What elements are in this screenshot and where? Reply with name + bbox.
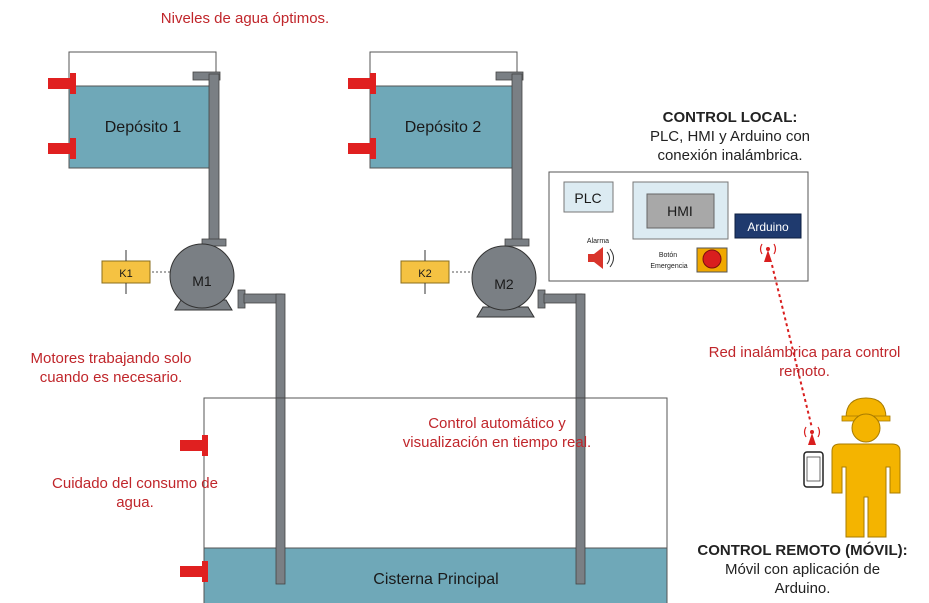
relay-k1-label: K1 [119, 268, 132, 280]
remote-control-caption: CONTROL REMOTO (MÓVIL): Móvil con aplica… [676, 541, 929, 598]
pipe-2 [495, 71, 530, 247]
relay-icon: K2 [400, 250, 450, 294]
note-water-consumption: Cuidado del consumo de agua. [20, 474, 250, 512]
note-motors-line-2: cuando es necesario. [39, 369, 183, 386]
remote-control-line-1: Móvil con aplicación de [724, 561, 881, 578]
valve-icon [180, 435, 208, 456]
hmi-label: HMI [667, 203, 693, 219]
note-water-consumption-line-2: agua. [116, 494, 154, 511]
pump-icon: M1 [169, 243, 235, 311]
phone-icon [803, 451, 824, 488]
note-motors-line-1: Motores trabajando solo [30, 350, 192, 367]
note-wireless-network: Red inalámbrica para control remoto. [680, 343, 929, 381]
pipe-1-in-cistern [275, 397, 286, 585]
remote-control-line-2: Arduino. [774, 580, 831, 597]
note-motors: Motores trabajando solo cuando es necesa… [0, 349, 222, 387]
tank-1-label: Depósito 1 [105, 119, 182, 136]
emergency-button-label-1: Botón [659, 252, 677, 259]
worker-icon [831, 397, 901, 538]
note-automatic-control-line-1: Control automático y [428, 415, 566, 432]
note-automatic-control: Control automático y visualización en ti… [362, 414, 632, 452]
plc-label: PLC [574, 190, 601, 206]
valve-icon [180, 561, 208, 582]
remote-control-title: CONTROL REMOTO (MÓVIL): [697, 542, 908, 559]
note-water-consumption-line-1: Cuidado del consumo de [52, 475, 218, 492]
local-control-caption: CONTROL LOCAL: PLC, HMI y Arduino con co… [600, 108, 860, 165]
relay-icon: K1 [101, 250, 151, 294]
pump-2-label: M2 [494, 276, 514, 292]
antenna-icon [803, 426, 821, 445]
local-control-line-1: PLC, HMI y Arduino con [649, 128, 811, 145]
relay-k2-label: K2 [418, 268, 431, 280]
note-automatic-control-line-2: visualización en tiempo real. [402, 434, 592, 451]
valve-icon [48, 73, 76, 94]
antenna-icon [759, 243, 777, 262]
wireless-link [771, 264, 813, 429]
cistern-label: Cisterna Principal [373, 571, 498, 588]
emergency-button-icon [696, 247, 728, 273]
pump-icon: M2 [471, 245, 537, 318]
pipe-1 [192, 71, 227, 247]
tank-1: Depósito 1 [68, 51, 217, 169]
valve-icon [348, 73, 376, 94]
arduino-label: Arduino [747, 220, 789, 234]
local-control-line-2: conexión inalámbrica. [657, 147, 803, 164]
tank-2-label: Depósito 2 [405, 119, 482, 136]
speaker-icon [588, 247, 614, 269]
note-wireless-network-line-2: remoto. [779, 363, 830, 380]
tank-2: Depósito 2 [369, 51, 518, 169]
pipe-2-in-cistern [575, 397, 586, 585]
local-control-title: CONTROL LOCAL: [662, 109, 798, 126]
valve-icon [48, 138, 76, 159]
emergency-button-label-2: Emergencia [650, 263, 687, 270]
alarm-label: Alarma [587, 238, 609, 245]
note-optimal-levels: Niveles de agua óptimos. [160, 10, 330, 27]
pump-1-label: M1 [192, 273, 212, 289]
valve-icon [348, 138, 376, 159]
note-wireless-network-line-1: Red inalámbrica para control [708, 344, 901, 361]
control-panel: PLC HMI Arduino Alarma Botón Emergencia [548, 171, 809, 282]
